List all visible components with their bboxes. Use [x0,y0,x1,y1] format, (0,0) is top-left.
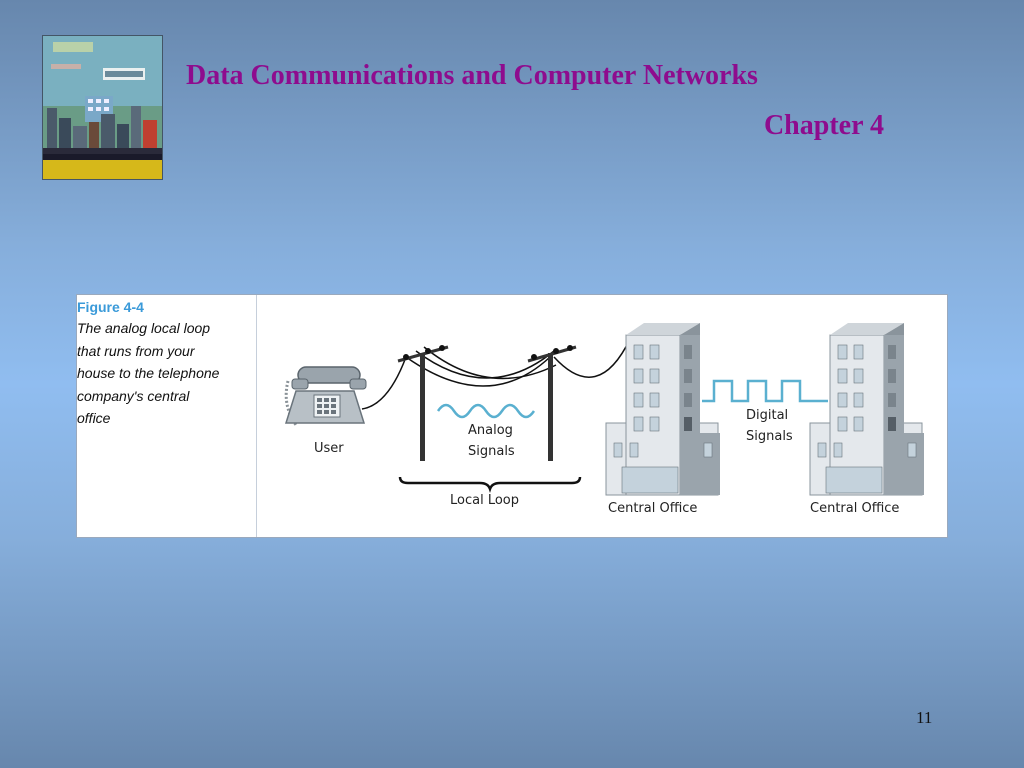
figure-panel: Figure 4-4 The analog local loop that ru… [76,294,948,538]
analog-signals-label-line2: Signals [468,444,515,459]
caption-line: office [77,410,111,426]
telephone-icon [284,366,367,426]
analog-wave [436,403,536,419]
phone-wires [361,338,631,410]
central-office-right-label: Central Office [810,501,899,516]
local-loop-diagram: User Analog Signals Local Loop [284,323,924,516]
utility-pole-left [397,345,449,461]
page-number: 11 [916,708,933,727]
slide-subtitle: Chapter 4 [763,110,884,141]
caption-line: The analog local loop [77,320,211,336]
user-label: User [314,441,344,456]
slide-title: Data Communications and Computer Network… [186,60,758,91]
book-cover-image [42,35,163,180]
figure-number: Figure 4-4 [77,299,144,315]
central-office-building-left [605,323,720,496]
local-loop-brace [398,476,582,493]
caption-line: house to the telephone [77,365,220,381]
digital-square-wave [702,379,828,403]
central-office-building-right [809,323,924,496]
central-office-left-label: Central Office [608,501,697,516]
utility-pole-right [527,345,577,461]
caption-line: that runs from your [77,342,195,359]
local-loop-label: Local Loop [450,493,519,508]
caption-line: company's central [77,387,190,404]
figure-caption: Figure 4-4 The analog local loop that ru… [77,295,257,537]
digital-signals-label-line2: Signals [746,429,793,444]
analog-signals-label-line1: Analog [468,423,513,438]
digital-signals-label-line1: Digital [746,408,788,423]
